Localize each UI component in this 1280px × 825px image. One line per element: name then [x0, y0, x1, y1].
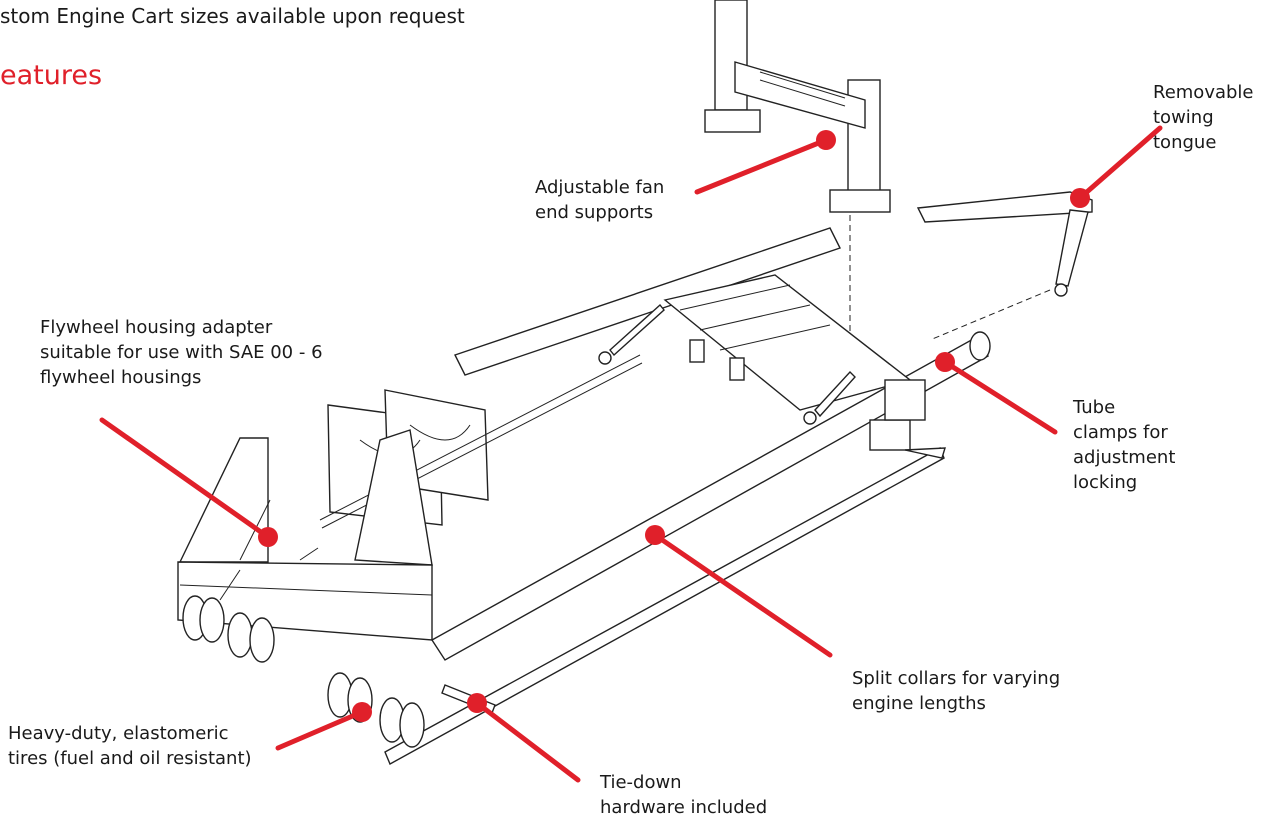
fan-supports-label: Adjustable fan end supports: [535, 177, 665, 223]
callout-markers: [258, 130, 1090, 722]
split-collars-label: Split collars for varying engine lengths: [852, 668, 1061, 714]
tube-clamps-label: Tube clamps for adjustment locking: [1073, 397, 1176, 493]
side-rail: [384, 447, 946, 765]
tires-label: Heavy-duty, elastomeric tires (fuel and …: [8, 723, 252, 769]
towing-tongue-label: Removable towing tongue: [1153, 82, 1254, 153]
turnbuckles: [598, 303, 856, 425]
front-tube: [431, 331, 991, 661]
flywheel-adapter-label: Flywheel housing adapter suitable for us…: [40, 317, 323, 388]
availability-note: stom Engine Cart sizes available upon re…: [0, 4, 465, 28]
features-heading: eatures: [0, 60, 103, 91]
callout-leaders: [99, 125, 1163, 783]
center-frame: [663, 274, 926, 451]
tie-down-label: Tie-down hardware included: [600, 772, 768, 818]
rear-tube: [454, 227, 841, 376]
fan-end-support-stand: [704, 0, 891, 213]
towing-tongue-part: [916, 191, 1093, 297]
